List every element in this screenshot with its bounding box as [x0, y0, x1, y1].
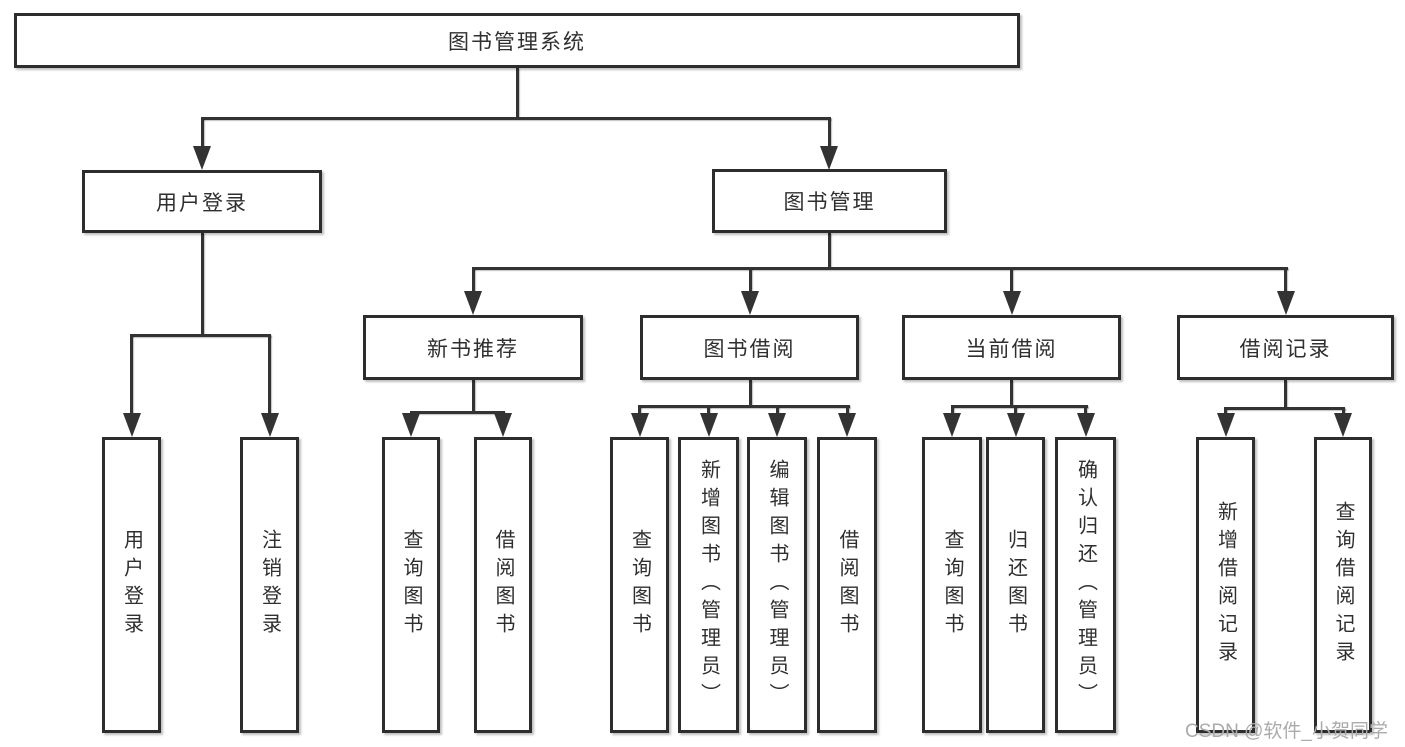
arrow-down-icon	[820, 146, 838, 170]
connector-line	[707, 406, 710, 415]
arrow-down-icon	[741, 291, 759, 315]
node-label: 借阅记录	[1239, 337, 1332, 361]
arrow-down-icon	[838, 413, 856, 437]
connector-line	[471, 268, 475, 293]
node-label: 借阅图书	[836, 529, 858, 641]
arrow-down-icon	[1076, 413, 1095, 437]
arrow-down-icon	[768, 413, 786, 437]
node-label: 查询借阅记录	[1332, 501, 1354, 669]
arrow-down-icon	[464, 291, 482, 315]
leaf-query-borrow-record: 查询借阅记录	[1314, 437, 1372, 733]
connector-line	[1224, 406, 1345, 410]
connector-line	[1224, 408, 1227, 415]
arrow-down-icon	[260, 413, 279, 437]
connector-line	[200, 116, 831, 120]
node-label: 编辑图书（管理员）	[766, 459, 788, 711]
connector-line	[1010, 380, 1013, 406]
node-book-borrowing: 图书借阅	[640, 315, 859, 380]
arrow-down-icon	[1276, 291, 1295, 315]
leaf-logout: 注销登录	[240, 437, 299, 733]
watermark: CSDN @软件_小贺同学	[1185, 721, 1388, 742]
connector-line	[775, 406, 779, 415]
connector-line	[471, 266, 1288, 270]
node-label: 当前借阅	[965, 337, 1058, 361]
leaf-confirm-return-admin: 确认归还（管理员）	[1055, 437, 1116, 733]
node-label: 用户登录	[156, 191, 248, 215]
connector-line	[748, 268, 752, 293]
connector-line	[827, 233, 831, 268]
node-current-borrowing: 当前借阅	[902, 315, 1121, 380]
node-library-management-system: 图书管理系统	[14, 13, 1020, 68]
arrow-down-icon	[494, 413, 512, 437]
connector-line	[1341, 408, 1345, 415]
arrow-down-icon	[699, 413, 718, 437]
leaf-query-books: 查询图书	[382, 437, 440, 733]
arrow-down-icon	[943, 413, 961, 437]
leaf-edit-books-admin: 编辑图书（管理员）	[747, 437, 807, 733]
arrow-down-icon	[1216, 413, 1235, 437]
arrow-down-icon	[193, 146, 211, 170]
connector-line	[1014, 406, 1017, 415]
arrow-down-icon	[402, 413, 420, 437]
node-book-management: 图书管理	[712, 169, 947, 233]
node-borrowing-records: 借阅记录	[1177, 315, 1394, 380]
connector-line	[950, 404, 1088, 408]
node-label: 新书推荐	[427, 337, 519, 361]
node-new-book-recommend: 新书推荐	[363, 315, 583, 380]
leaf-borrow-books: 借阅图书	[474, 437, 532, 733]
node-label: 图书管理系统	[448, 30, 586, 54]
leaf-user-login: 用户登录	[102, 437, 161, 733]
connector-line	[950, 406, 954, 415]
connector-line	[200, 233, 204, 335]
leaf-add-borrow-record: 新增借阅记录	[1196, 437, 1255, 733]
node-label: 新增图书（管理员）	[697, 459, 720, 711]
connector-line	[130, 333, 271, 337]
leaf-add-books-admin: 新增图书（管理员）	[678, 437, 739, 733]
node-label: 归还图书	[1004, 529, 1027, 641]
connector-line	[1010, 268, 1013, 293]
connector-line	[200, 118, 204, 148]
leaf-query-books: 查询图书	[610, 437, 669, 733]
connector-line	[748, 380, 752, 406]
arrow-down-icon	[1002, 291, 1021, 315]
node-label: 查询图书	[628, 529, 651, 641]
connector-line	[268, 335, 271, 415]
connector-line	[827, 118, 831, 148]
leaf-borrow-books: 借阅图书	[817, 437, 877, 733]
connector-line	[130, 335, 133, 415]
node-user-login: 用户登录	[82, 170, 322, 233]
node-label: 注销登录	[258, 529, 281, 641]
connector-line	[1084, 406, 1087, 415]
connector-line	[409, 410, 505, 414]
node-label: 确认归还（管理员）	[1074, 459, 1097, 711]
node-label: 图书借阅	[703, 337, 796, 361]
connector-line	[1284, 268, 1287, 293]
leaf-query-books: 查询图书	[922, 437, 982, 733]
arrow-down-icon	[1006, 413, 1025, 437]
node-label: 新增借阅记录	[1214, 501, 1237, 669]
arrow-down-icon	[122, 413, 141, 437]
connector-line	[471, 380, 475, 412]
connector-line	[638, 406, 641, 415]
node-label: 查询图书	[400, 529, 422, 641]
connector-line	[1284, 380, 1287, 408]
connector-line	[845, 406, 849, 415]
node-label: 查询图书	[941, 529, 963, 641]
connector-line	[515, 68, 519, 118]
arrow-down-icon	[630, 413, 649, 437]
arrow-down-icon	[1334, 413, 1352, 437]
connector-line	[638, 404, 850, 408]
leaf-return-books: 归还图书	[986, 437, 1045, 733]
node-label: 图书管理	[783, 191, 876, 214]
node-label: 借阅图书	[492, 529, 514, 641]
node-label: 用户登录	[120, 529, 143, 641]
